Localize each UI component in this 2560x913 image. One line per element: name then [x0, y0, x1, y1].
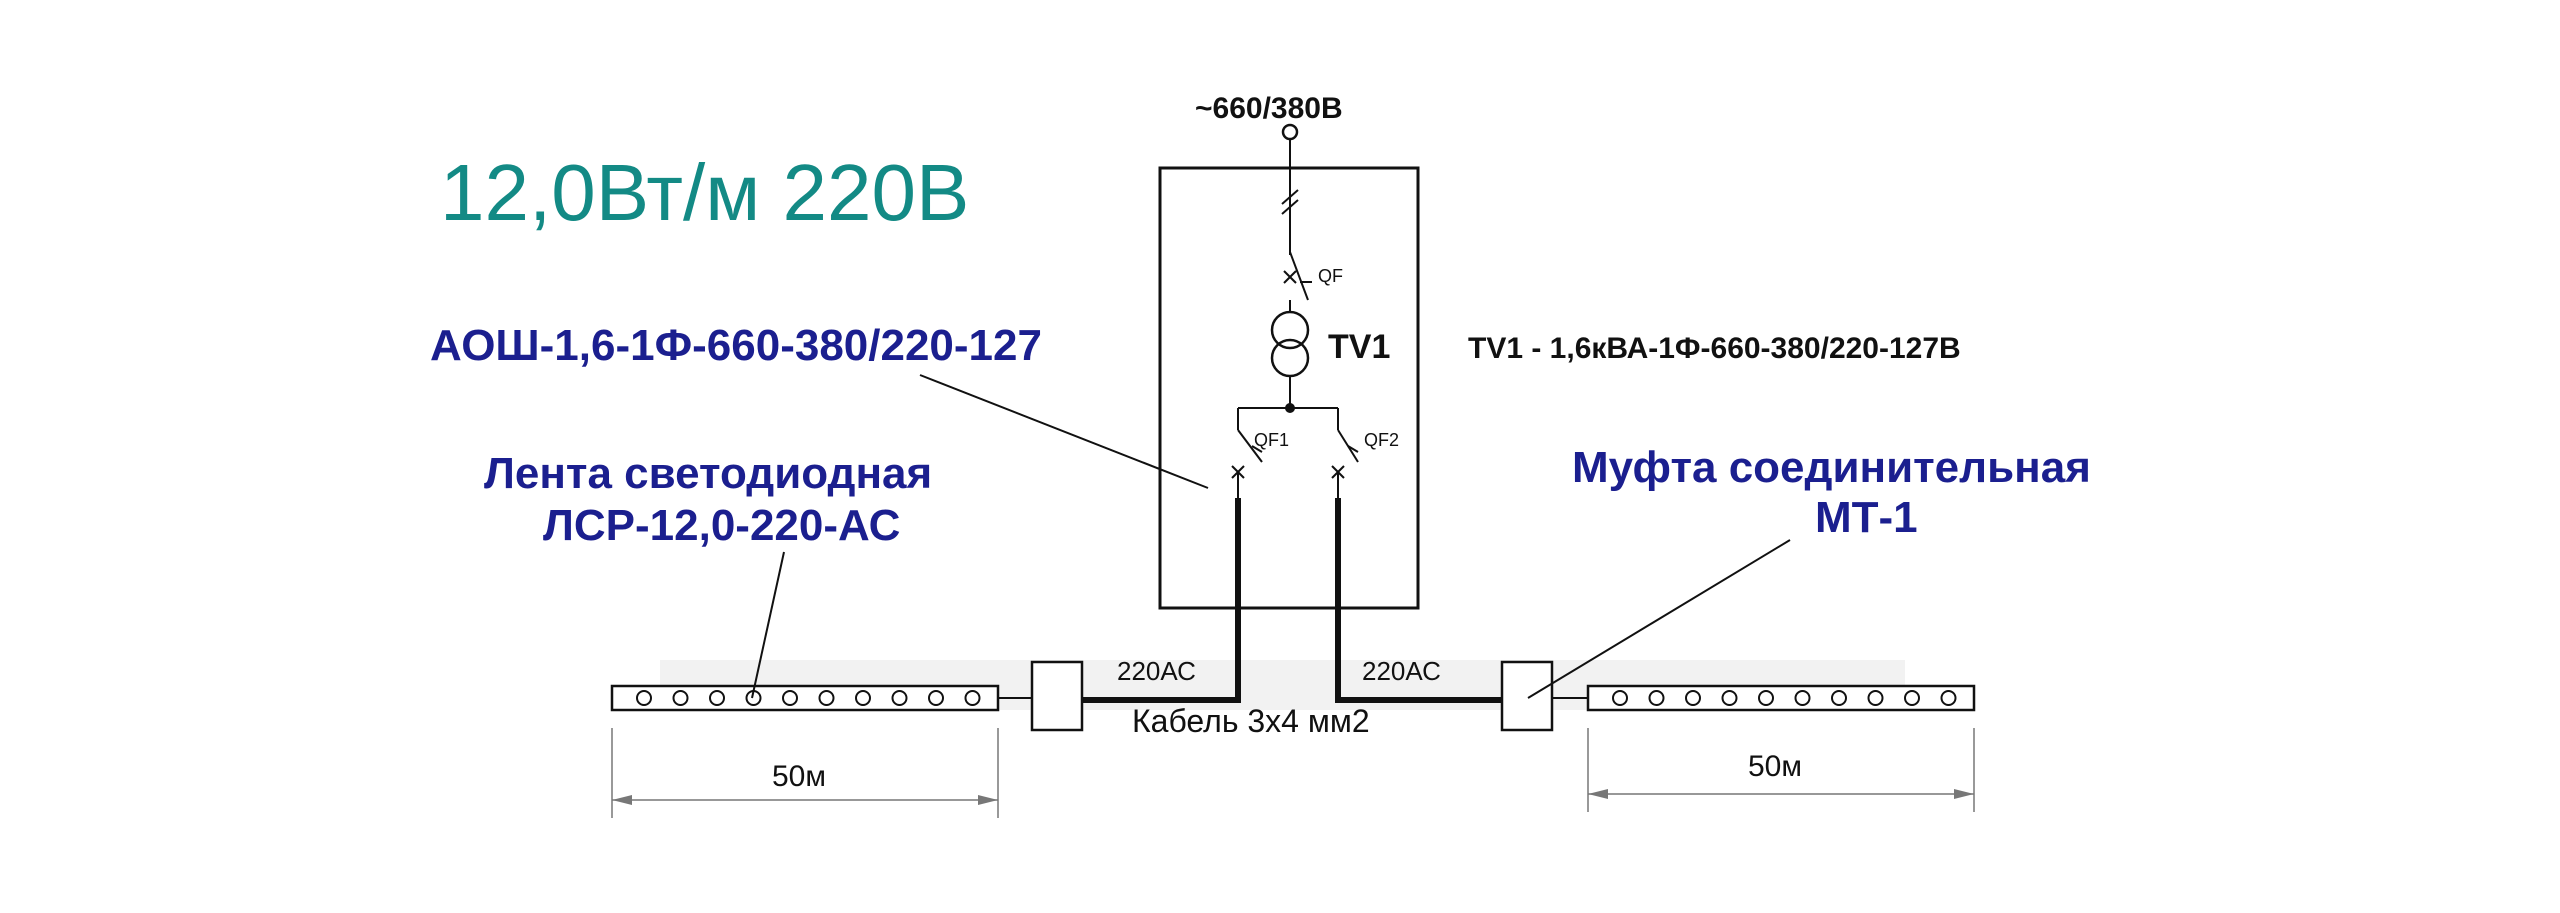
led-dot: [818, 690, 835, 706]
led-dot: [636, 690, 652, 706]
page-title: 12,0Вт/м 220В: [440, 148, 969, 237]
led-strip-label-line1: Лента светодиодная: [484, 449, 932, 498]
cable-right: [1335, 498, 1502, 703]
dimension-right: [1587, 728, 1975, 812]
supply-terminal: [1281, 123, 1299, 141]
led-dot: [928, 690, 944, 706]
breaker-qf2: [1331, 429, 1359, 480]
breaker-qf1-label: QF1: [1254, 430, 1289, 450]
transformer-spec: TV1 - 1,6кВА-1Ф-660-380/220-127В: [1468, 332, 1961, 365]
led-dot: [1648, 690, 1665, 706]
breaker-qf2-label: QF2: [1364, 430, 1399, 450]
supply-voltage-label: ~660/380В: [1195, 92, 1343, 125]
led-dot: [709, 690, 725, 706]
led-strip-right-leds: [1612, 690, 1957, 706]
cabinet-model-label: АОШ-1,6-1Ф-660-380/220-127: [430, 321, 1042, 370]
cable-voltage-left: 220АС: [1117, 656, 1196, 686]
led-dot: [1612, 690, 1628, 706]
cable-spec: Кабель 3х4 мм2: [1132, 703, 1370, 739]
led-strip-left-leds: [636, 690, 981, 706]
length-left-label: 50м: [772, 760, 826, 793]
led-dot: [964, 690, 981, 706]
transformer-label: TV1: [1328, 328, 1390, 366]
breaker-qf: [1283, 245, 1312, 310]
led-dot: [672, 690, 689, 706]
length-right-label: 50м: [1748, 750, 1802, 783]
led-dot: [1685, 690, 1701, 706]
led-dot: [1904, 690, 1920, 706]
led-dot: [1721, 690, 1738, 706]
led-dot: [1940, 690, 1957, 706]
cabinet-leader: [919, 374, 1209, 489]
led-dot: [891, 690, 908, 706]
cabinet-box: [1158, 166, 1420, 610]
led-dot: [855, 690, 871, 706]
led-dot: [1831, 690, 1847, 706]
breaker-qf-label: QF: [1318, 266, 1343, 286]
coupling-leader: [1527, 539, 1791, 699]
coupling-label-line1: Муфта соединительная: [1572, 443, 2091, 492]
coupling-left: [1030, 660, 1084, 732]
breaker-qf1: [1231, 429, 1263, 480]
led-dot: [782, 690, 798, 706]
cable-left: [1082, 498, 1241, 703]
cable-voltage-right: 220АС: [1362, 656, 1441, 686]
led-dot: [1758, 690, 1774, 706]
led-strip-label-line2: ЛСР-12,0-220-АС: [543, 501, 900, 550]
coupling-label-line2: МТ-1: [1815, 493, 1918, 542]
led-dot: [1794, 690, 1811, 706]
coupling-right: [1500, 660, 1554, 732]
led-dot: [1867, 690, 1884, 706]
dimension-left: [611, 728, 999, 818]
transformer-tv1: [1270, 300, 1310, 408]
led-strip-leader: [751, 551, 785, 699]
